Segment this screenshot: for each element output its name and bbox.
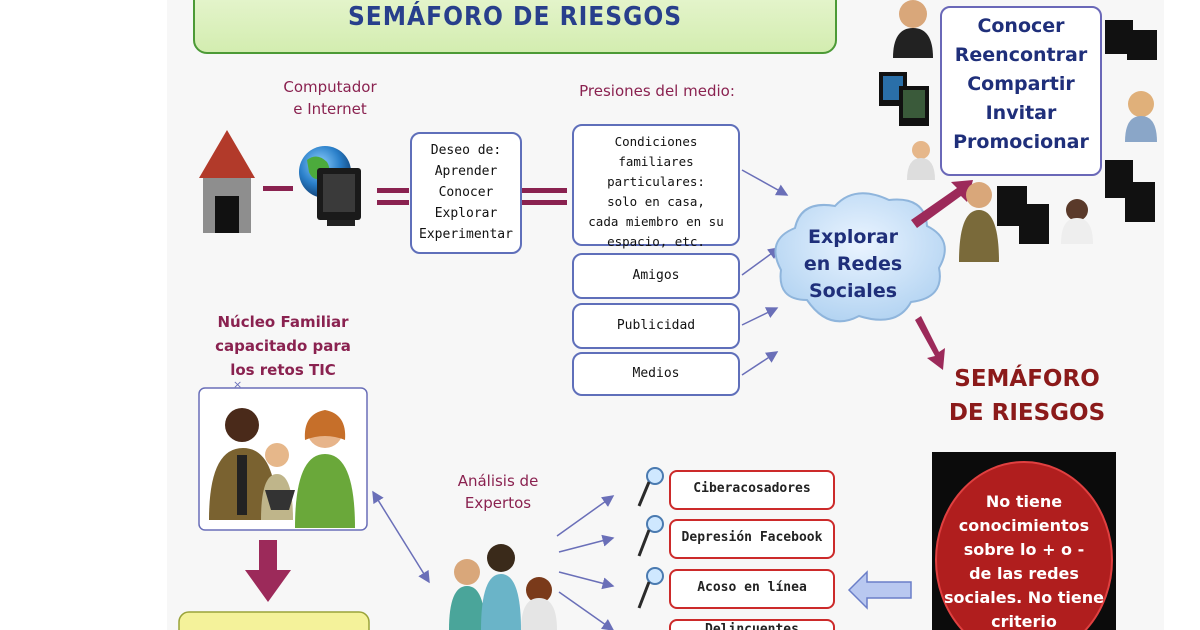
action-item: Compartir — [967, 73, 1075, 95]
action-item: Invitar — [985, 102, 1057, 124]
family-label-line: los retos TIC — [230, 361, 336, 379]
actions-box: Conocer Reencontrar Compartir Invitar Pr… — [940, 6, 1102, 176]
risk-panel-line: sociales. No tiene — [944, 588, 1104, 607]
family-label-line: capacitado para — [215, 337, 351, 355]
conditions-box: Condiciones familiares particulares: sol… — [572, 124, 740, 249]
risk-item-ciberacosadores: Ciberacosadores — [669, 470, 835, 510]
experts-group-icon — [449, 544, 557, 630]
page-title: SEMÁFORO DE RIESGOS — [347, 2, 683, 32]
desire-line: Experimentar — [419, 227, 513, 242]
title-banner: SEMÁFORO DE RIESGOS — [193, 0, 837, 54]
desire-line: Aprender — [434, 164, 498, 179]
pressure-item-publicidad: Publicidad — [572, 303, 740, 349]
cloud-label: Explorar en Redes Sociales — [785, 224, 921, 305]
connector-dash — [263, 186, 293, 191]
conditions-line: particulares: — [607, 174, 705, 189]
semaforo-line: DE RIESGOS — [948, 400, 1106, 426]
computer-label: Computador e Internet — [265, 76, 395, 120]
svg-text:×: × — [233, 378, 242, 391]
experts-label-line: Expertos — [464, 494, 532, 512]
family-label: Núcleo Familiar capacitado para los reto… — [203, 310, 363, 382]
arrow-medios — [741, 351, 779, 376]
arrow-risk-3 — [558, 571, 615, 590]
arrow-risk-1 — [556, 495, 615, 537]
arrow-risk-2 — [558, 534, 615, 553]
arrow-risk-4 — [558, 591, 615, 630]
equals-sign-2 — [519, 188, 567, 205]
pressure-item-amigos: Amigos — [572, 253, 740, 299]
action-item: Reencontrar — [954, 44, 1088, 66]
experts-label-line: Análisis de — [457, 472, 539, 490]
risk-item-acoso: Acoso en línea — [669, 569, 835, 609]
desire-line: Deseo de: — [430, 143, 502, 158]
risk-panel-text: No tiene conocimientos sobre lo + o - de… — [936, 490, 1112, 630]
diagram-canvas: × — [167, 0, 1164, 630]
semaforo-heading: SEMÁFORO DE RIESGOS — [937, 362, 1117, 430]
people-computers-icon — [879, 0, 1157, 262]
cloud-shape — [774, 192, 946, 323]
conditions-line: espacio, etc. — [607, 234, 705, 249]
arrow-conditions — [741, 169, 789, 196]
arrow-panel-to-risks — [847, 570, 912, 610]
risk-panel-line: No tiene — [985, 492, 1063, 511]
conditions-line: cada miembro en su — [588, 214, 724, 229]
risk-panel-line: conocimientos — [958, 516, 1090, 535]
semaforo-line: SEMÁFORO — [954, 366, 1100, 392]
computer-label-line: Computador — [283, 78, 377, 96]
action-item: Promocionar — [953, 131, 1089, 153]
action-item: Conocer — [977, 15, 1065, 37]
risk-item-delincuentes: Delincuentes — [669, 619, 835, 630]
red-circle — [935, 461, 1113, 630]
arrow-to-semaforo — [915, 316, 945, 370]
family-picture: × — [198, 378, 368, 531]
house-icon — [199, 130, 255, 233]
conditions-line: Condiciones familiares — [614, 134, 698, 169]
cloud-line: en Redes — [803, 253, 903, 275]
arrow-down-family — [245, 540, 291, 602]
equals-sign-1 — [377, 188, 409, 205]
magnifier-icon — [637, 467, 664, 507]
risk-item-depresion: Depresión Facebook — [669, 519, 835, 559]
risk-panel-line: criterio — [991, 612, 1057, 630]
pressure-item-medios: Medios — [572, 352, 740, 396]
arrow-to-actions — [911, 180, 973, 228]
risk-panel-line: de las redes — [969, 564, 1079, 583]
family-label-line: Núcleo Familiar — [217, 313, 349, 331]
globe-computer-icon — [299, 146, 361, 226]
bottom-yellow-box — [178, 611, 370, 630]
cloud-line: Sociales — [808, 280, 898, 302]
magnifier-icon — [637, 567, 664, 609]
magnifier-icon — [637, 515, 664, 557]
desire-box: Deseo de: Aprender Conocer Explorar Expe… — [410, 132, 522, 254]
pressures-label: Presiones del medio: — [579, 82, 735, 100]
computer-label-line: e Internet — [293, 100, 367, 118]
desire-line: Explorar — [434, 206, 498, 221]
arrow-family-experts — [372, 490, 430, 584]
arrow-amigos — [741, 247, 781, 276]
conditions-line: solo en casa, — [607, 194, 705, 209]
arrow-publicidad — [741, 307, 779, 326]
risk-panel-line: sobre lo + o - — [963, 540, 1085, 559]
cloud-line: Explorar — [808, 226, 898, 248]
experts-label: Análisis de Expertos — [443, 470, 553, 514]
desire-line: Conocer — [438, 185, 494, 200]
diagram-graphics: × — [178, 0, 1157, 630]
